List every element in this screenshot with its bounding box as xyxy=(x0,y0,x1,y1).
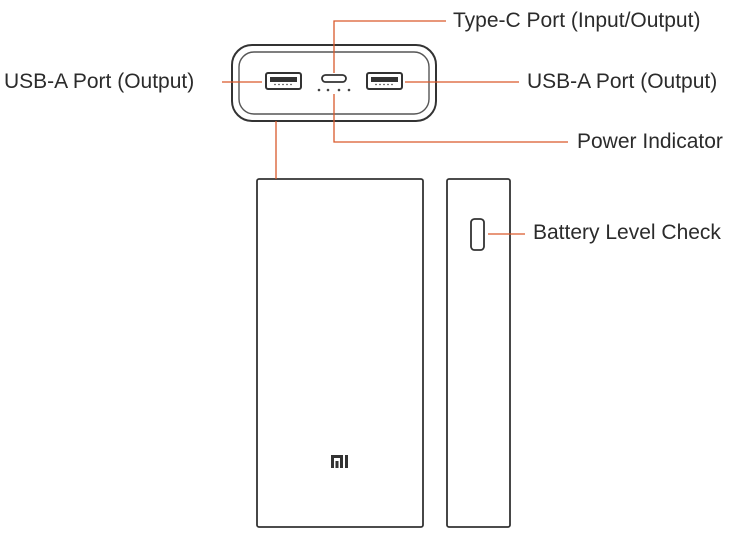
front-view-outline xyxy=(256,178,424,528)
power-indicator-lights xyxy=(317,88,351,92)
device-side-view xyxy=(446,178,511,528)
power-indicator-label: Power Indicator xyxy=(577,130,723,153)
usb-a-port-left-label: USB-A Port (Output) xyxy=(4,70,195,93)
device-front-view xyxy=(256,178,424,528)
type-c-port-label: Type-C Port (Input/Output) xyxy=(453,9,701,32)
device-top-view xyxy=(231,44,437,122)
battery-check-button xyxy=(470,218,485,251)
usb-a-port-right xyxy=(366,72,403,90)
leader-type-c xyxy=(333,20,446,73)
side-view-outline xyxy=(446,178,511,528)
type-c-port xyxy=(321,74,347,83)
usb-a-port-left xyxy=(265,72,302,90)
battery-level-check-label: Battery Level Check xyxy=(533,221,721,244)
leader-power-indicator xyxy=(333,94,568,143)
mi-logo xyxy=(331,455,348,468)
leader-lines xyxy=(222,20,568,235)
usb-a-port-right-label: USB-A Port (Output) xyxy=(527,70,718,93)
